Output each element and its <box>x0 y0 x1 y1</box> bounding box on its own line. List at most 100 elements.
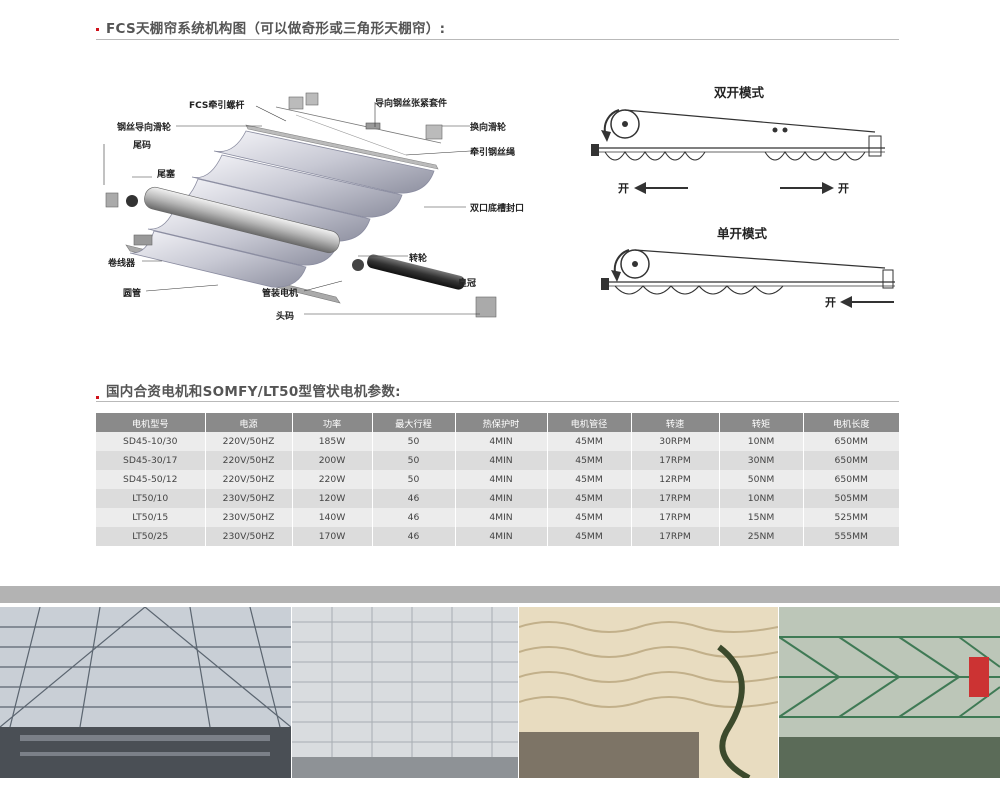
table-cell: 17RPM <box>631 451 720 470</box>
label-tail-plug: 尾塞 <box>157 170 176 180</box>
turn-pulley-bracket <box>425 124 443 140</box>
single-mode-diagram <box>601 249 895 295</box>
table-cell: 230V/50HZ <box>205 508 293 527</box>
title-accent <box>96 28 99 31</box>
round-tube <box>144 186 340 254</box>
table-cell: 46 <box>372 508 456 527</box>
table-cell: 15NM <box>719 508 804 527</box>
table-cell: 30NM <box>719 451 804 470</box>
fabric-line-top <box>634 249 886 269</box>
table-cell: 650MM <box>803 432 899 451</box>
table-cell: LT50/15 <box>96 508 206 527</box>
label-pull-wire: 牵引钢丝绳 <box>470 148 516 158</box>
photo-cream-wave-roof <box>519 607 778 778</box>
table-header-cell: 转矩 <box>719 413 804 432</box>
label-crown: 皇冠 <box>458 279 477 289</box>
photo-atrium-roof-1 <box>0 607 291 778</box>
table-cell: 46 <box>372 489 456 508</box>
table-cell: SD45-50/12 <box>96 470 206 489</box>
photo-white-pleated-roof <box>292 607 518 778</box>
table-cell: 140W <box>292 508 373 527</box>
tensioner <box>365 122 381 130</box>
table-cell: 4MIN <box>455 432 548 451</box>
section2-title: 国内合资电机和SOMFY/LT50型管状电机参数: <box>106 384 401 400</box>
leader-round-tube <box>145 284 219 292</box>
rotation-arrow <box>603 109 620 133</box>
arrow-left-icon-single <box>840 296 894 308</box>
leader-fcs-screw <box>255 105 287 122</box>
top-rail <box>245 124 439 170</box>
table-cell: LT50/25 <box>96 527 206 546</box>
screw-bracket-2 <box>305 92 319 106</box>
head-code <box>475 296 497 318</box>
section2-rule <box>96 401 899 402</box>
fabric-folds <box>129 130 435 288</box>
single-mode-title: 单开模式 <box>717 226 768 241</box>
fold-1 <box>213 130 435 194</box>
roller-core <box>632 261 638 267</box>
table-cell: 650MM <box>803 451 899 470</box>
table-cell: 50 <box>372 451 456 470</box>
label-turn-pulley: 换向滑轮 <box>470 123 507 133</box>
label-turn-wheel: 转轮 <box>409 254 428 264</box>
swag-right <box>764 151 866 161</box>
table-cell: 12RPM <box>631 470 720 489</box>
swag <box>614 285 784 295</box>
table-cell: 46 <box>372 527 456 546</box>
table-header-cell: 电机管径 <box>547 413 632 432</box>
rotation-arrow <box>613 249 630 273</box>
table-cell: 650MM <box>803 470 899 489</box>
table-cell: 25NM <box>719 527 804 546</box>
table-cell: 220W <box>292 470 373 489</box>
label-fcs-screw: FCS牵引螺杆 <box>189 101 245 111</box>
table-cell: 4MIN <box>455 508 548 527</box>
table-cell: 170W <box>292 527 373 546</box>
table-cell: 30RPM <box>631 432 720 451</box>
label-guide-tensioner: 导向钢丝张紧套件 <box>375 99 448 109</box>
divider-band <box>0 586 1000 603</box>
fold-2 <box>191 154 403 218</box>
table-cell: LT50/10 <box>96 489 206 508</box>
arrow-right-icon <box>780 182 834 194</box>
table-header-cell: 功率 <box>292 413 373 432</box>
end-cap-left <box>601 278 609 290</box>
arrow-left-icon <box>634 182 688 194</box>
screw-bracket <box>288 96 304 110</box>
table-header-cell: 电机型号 <box>96 413 206 432</box>
roller-core <box>622 121 628 127</box>
table-header-row: 电机型号电源功率最大行程热保护时电机管径转速转矩电机长度 <box>96 413 899 432</box>
tail-plug <box>126 195 138 207</box>
table-cell: 4MIN <box>455 470 548 489</box>
section1-title: FCS天棚帘系统机构图（可以做奇形或三角形天棚帘）: <box>106 21 446 37</box>
pulley-mark-2 <box>782 127 788 133</box>
table-cell: 50 <box>372 432 456 451</box>
table-cell: 17RPM <box>631 508 720 527</box>
leader-pull-wire <box>405 150 471 156</box>
table-cell: 220V/50HZ <box>205 451 293 470</box>
table-cell: 230V/50HZ <box>205 489 293 508</box>
label-head-code: 头码 <box>276 312 295 322</box>
table-cell: 4MIN <box>455 527 548 546</box>
double-right-label: 开 <box>838 182 849 195</box>
roller <box>610 109 640 139</box>
end-cap-left <box>591 144 599 156</box>
table-cell: 185W <box>292 432 373 451</box>
guide-wire-2 <box>295 114 407 156</box>
table-cell: 220V/50HZ <box>205 432 293 451</box>
double-mode-diagram <box>591 109 885 161</box>
table-cell: SD45-30/17 <box>96 451 206 470</box>
motor-body <box>367 254 465 290</box>
double-mode-title: 双开模式 <box>714 85 765 100</box>
table-header-cell: 电源 <box>205 413 293 432</box>
table-cell: 50 <box>372 470 456 489</box>
end-bracket <box>868 135 882 157</box>
table-header-cell: 转速 <box>631 413 720 432</box>
table-cell: SD45-10/30 <box>96 432 206 451</box>
table-cell: 555MM <box>803 527 899 546</box>
table-cell: 230V/50HZ <box>205 527 293 546</box>
